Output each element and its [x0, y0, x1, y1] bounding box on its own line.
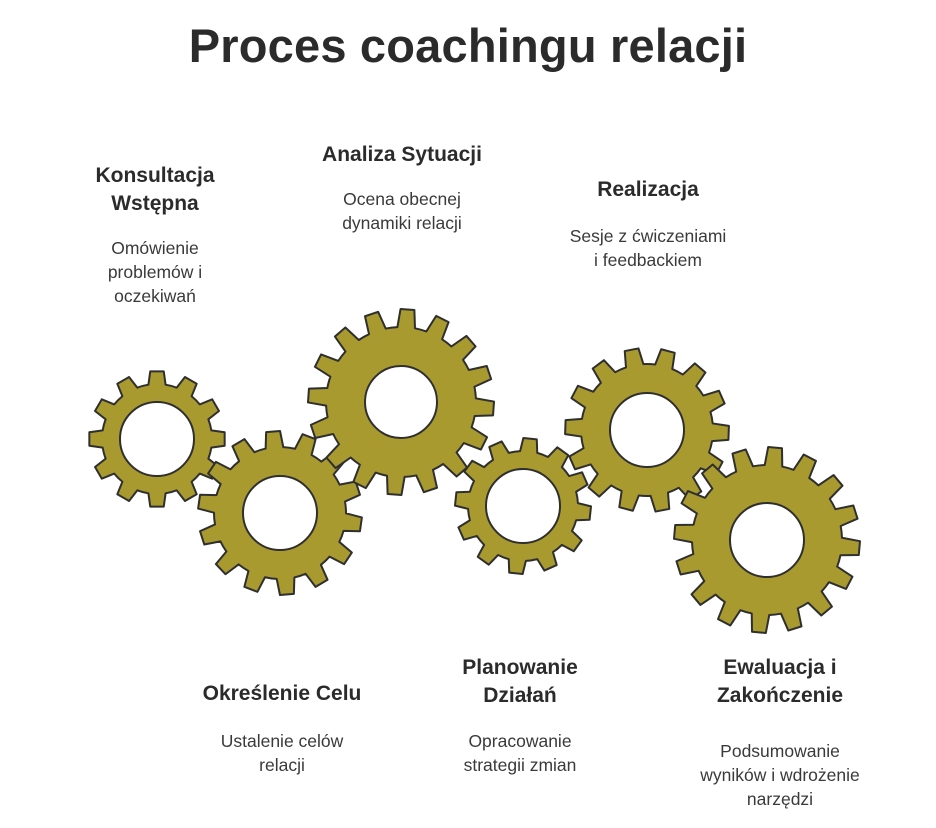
- gear-hole: [119, 401, 195, 477]
- step-description: Omówienie problemów i oczekiwań: [107, 238, 203, 306]
- gear-icon-5: [564, 347, 730, 513]
- step-description: Sesje z ćwiczeniami i feedbackiem: [569, 226, 727, 270]
- gear-hole: [242, 475, 318, 551]
- step-title: Realizacja: [597, 178, 699, 201]
- step-title: Konsultacja Wstępna: [95, 164, 215, 215]
- gear-icon-1: [88, 370, 226, 508]
- gear-hole: [729, 502, 805, 578]
- page-title: Proces coachingu relacji: [188, 19, 748, 72]
- step-description: Opracowanie strategii zmian: [463, 731, 577, 775]
- gear-icon-4: [454, 437, 592, 575]
- gear-icon-6: [673, 446, 861, 634]
- step-action-planning: Planowanie Działań Opracowanie strategii…: [405, 654, 635, 777]
- step-title: Ewaluacja i Zakończenie: [716, 656, 844, 707]
- gear-hole: [364, 365, 438, 439]
- step-initial-consultation: Konsultacja Wstępna Omówienie problemów …: [60, 162, 250, 308]
- step-description: Ustalenie celów relacji: [220, 731, 344, 775]
- step-goal-setting: Określenie Celu Ustalenie celów relacji: [172, 680, 392, 777]
- step-title: Analiza Sytuacji: [322, 143, 482, 166]
- step-implementation: Realizacja Sesje z ćwiczeniami i feedbac…: [528, 176, 768, 272]
- step-situation-analysis: Analiza Sytuacji Ocena obecnej dynamiki …: [282, 141, 522, 235]
- step-title: Określenie Celu: [202, 682, 362, 705]
- gear-hole: [609, 392, 685, 468]
- gear-icon-2: [197, 430, 363, 596]
- gear-hole: [485, 468, 561, 544]
- step-description: Podsumowanie wyników i wdrożenie narzędz…: [700, 741, 860, 809]
- step-title: Planowanie Działań: [462, 656, 578, 707]
- gear-icon-3: [307, 308, 495, 496]
- step-description: Ocena obecnej dynamiki relacji: [342, 189, 462, 233]
- step-evaluation-closure: Ewaluacja i Zakończenie Podsumowanie wyn…: [650, 654, 910, 811]
